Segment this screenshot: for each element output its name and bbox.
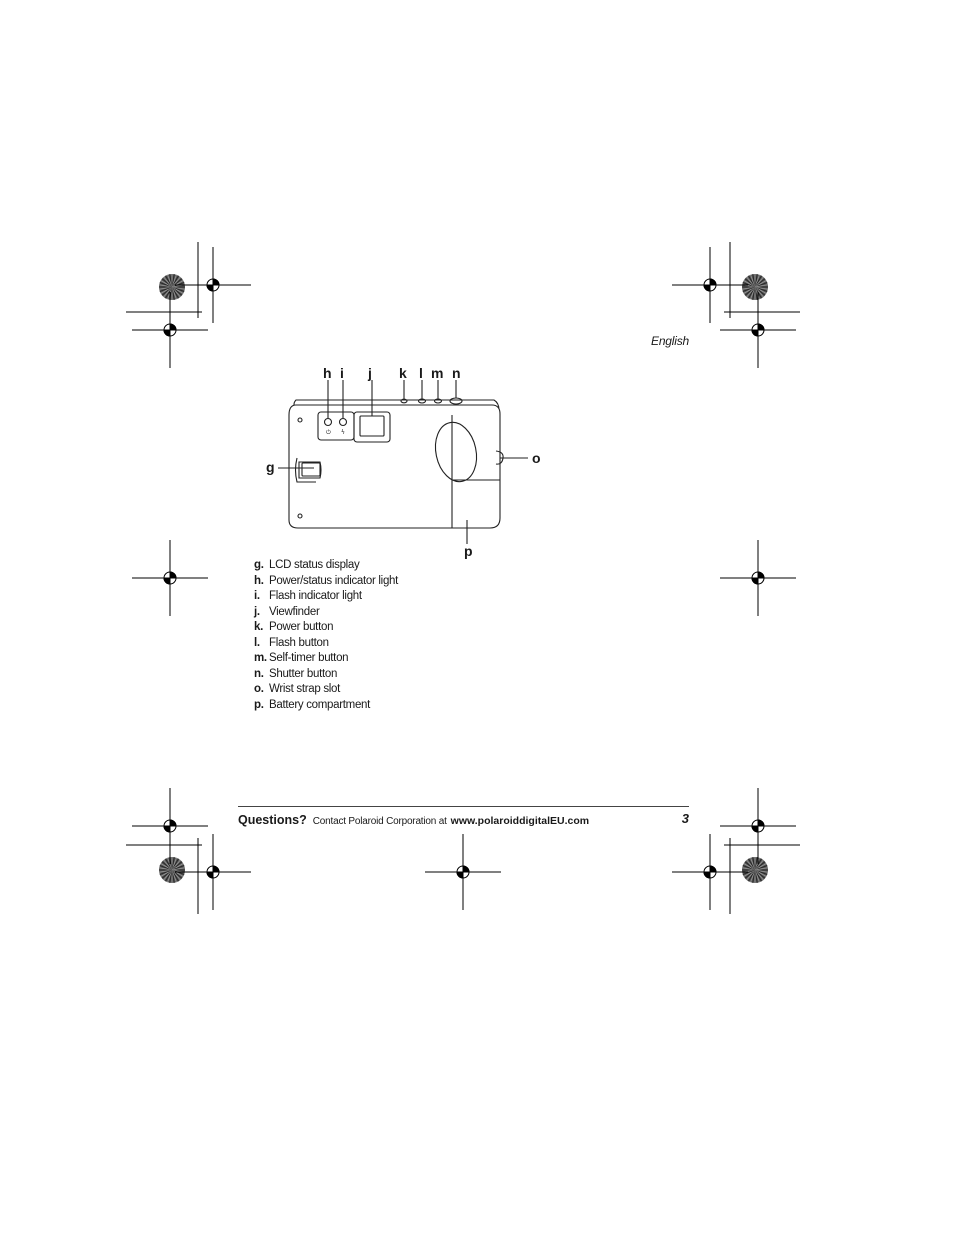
page-number: 3 xyxy=(681,811,689,826)
part-description: Viewfinder xyxy=(269,605,320,618)
part-description: Shutter button xyxy=(269,667,338,680)
part-description: Power button xyxy=(269,621,334,633)
part-letter: p. xyxy=(254,698,264,711)
starburst-icon xyxy=(159,274,185,300)
support-url[interactable]: www.polaroiddigitalEU.com xyxy=(450,815,590,827)
list-item: m.Self-timer button xyxy=(254,652,349,668)
part-description: Flash button xyxy=(269,636,329,649)
part-description: Wrist strap slot xyxy=(269,683,341,695)
callout-h: h xyxy=(323,365,332,381)
crosshair-icon xyxy=(720,292,796,368)
part-description: Battery compartment xyxy=(269,698,371,711)
crosshair-icon xyxy=(175,834,251,910)
part-description: LCD status display xyxy=(269,559,360,571)
callout-o: o xyxy=(532,450,541,466)
starburst-icon xyxy=(159,857,185,883)
starburst-icon xyxy=(742,857,768,883)
part-description: Flash indicator light xyxy=(269,590,362,602)
part-letter: h. xyxy=(254,574,264,587)
svg-text:⏻: ⏻ xyxy=(326,429,331,436)
crosshair-icon xyxy=(672,247,748,323)
part-letter: n. xyxy=(254,667,264,680)
page-footer: Questions? Contact Polaroid Corporation a… xyxy=(238,811,689,827)
callout-g: g xyxy=(266,459,275,475)
list-item: g. LCD status display xyxy=(254,559,360,575)
list-item: h. Power/status indicator light xyxy=(254,575,398,591)
part-description: Power/status indicator light xyxy=(269,574,399,587)
list-item: i. Flash indicator light xyxy=(254,590,362,606)
contact-text: Contact Polaroid Corporation at xyxy=(312,816,447,827)
callout-l: l xyxy=(419,365,423,381)
list-item: p. Battery compartment xyxy=(254,699,370,715)
part-letter: j. xyxy=(254,605,260,618)
crosshair-icon xyxy=(132,788,208,864)
callout-i: i xyxy=(340,365,344,381)
crosshair-icon xyxy=(132,292,208,368)
callout-n: n xyxy=(452,365,461,381)
crosshair-icon xyxy=(175,247,251,323)
callout-j: j xyxy=(368,365,372,381)
part-letter: k. xyxy=(254,621,263,633)
questions-label: Questions? xyxy=(238,813,307,827)
callout-p: p xyxy=(464,543,473,559)
part-letter: l. xyxy=(254,636,260,649)
crosshair-icon xyxy=(132,540,208,616)
callout-m: m xyxy=(431,365,444,381)
footer-divider xyxy=(238,806,689,807)
crosshair-icon xyxy=(672,834,748,910)
list-item: k. Power button xyxy=(254,621,333,637)
list-item: l. Flash button xyxy=(254,637,329,653)
starburst-icon xyxy=(742,274,768,300)
part-letter: m. xyxy=(254,652,267,664)
part-letter: o. xyxy=(254,683,264,695)
part-description: Self-timer button xyxy=(269,652,349,664)
crosshair-icon xyxy=(425,834,501,910)
list-item: j. Viewfinder xyxy=(254,606,320,622)
crosshair-icon xyxy=(720,788,796,864)
svg-text:ϟ: ϟ xyxy=(341,429,345,436)
part-letter: i. xyxy=(254,590,260,602)
list-item: o. Wrist strap slot xyxy=(254,683,340,699)
callout-k: k xyxy=(399,365,407,381)
language-label: English xyxy=(651,334,689,348)
part-letter: g. xyxy=(254,559,264,571)
crosshair-icon xyxy=(720,540,796,616)
list-item: n. Shutter button xyxy=(254,668,337,684)
